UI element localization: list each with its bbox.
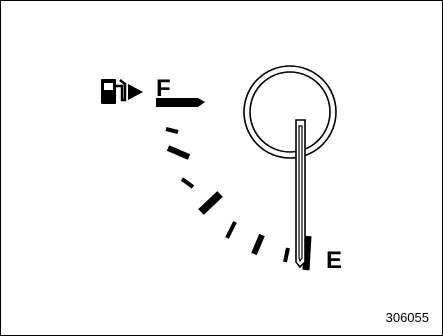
- scale-tick: [182, 179, 193, 187]
- full-mark: [156, 98, 205, 107]
- scale-tick: [285, 248, 288, 262]
- gauge-needle: [296, 120, 305, 267]
- empty-label: E: [326, 247, 342, 274]
- scale-tick: [201, 194, 220, 212]
- scale-tick: [168, 148, 189, 157]
- scale-tick: [306, 236, 308, 270]
- scale-tick: [227, 222, 235, 238]
- scale-tick: [254, 235, 262, 254]
- needle-hub: [244, 66, 336, 158]
- scale-tick: [166, 129, 178, 132]
- fuel-pump-icon: [101, 79, 143, 104]
- full-label: F: [156, 75, 171, 102]
- figure-id: 306055: [386, 310, 429, 325]
